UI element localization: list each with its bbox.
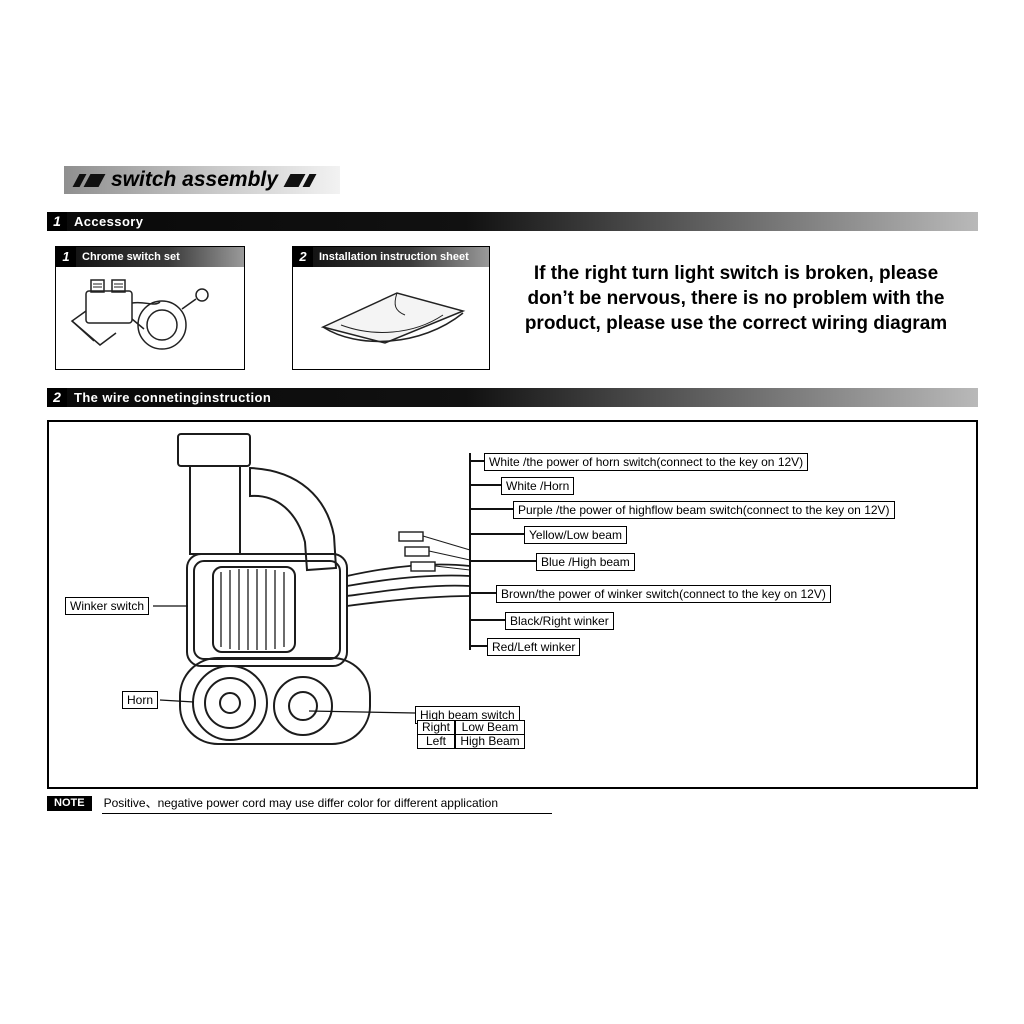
wire-label-yellow-lowbeam: Yellow/Low beam xyxy=(524,526,627,544)
winker-switch-label: Winker switch xyxy=(65,597,150,615)
wire-label-red-left-winker: Red/Left winker xyxy=(487,638,581,656)
switch-device-drawing xyxy=(177,433,371,745)
note-row: NOTE Positive、negative power cord may us… xyxy=(47,796,552,814)
accessory-box-header: 1 Chrome switch set xyxy=(56,247,244,267)
section-accessory-bar: 1 Accessory xyxy=(47,212,978,231)
header-deco-icon xyxy=(83,173,106,187)
wire-label-purple-highbeam-power: Purple /the power of highflow beam switc… xyxy=(513,501,895,519)
accessory-box-instruction-sheet: 2 Installation instruction sheet xyxy=(292,246,490,370)
beam-table-cell: Left xyxy=(417,734,455,749)
wire-trunk-and-stubs xyxy=(469,453,536,650)
wire-bundle xyxy=(346,563,471,607)
beam-table-cell: Right xyxy=(417,720,455,735)
page-title: switch assembly xyxy=(111,168,278,191)
section-title: Accessory xyxy=(74,214,144,229)
broken-switch-notice: If the right turn light switch is broken… xyxy=(498,261,974,336)
wire-label-white-horn: White /Horn xyxy=(501,477,575,495)
accessory-item-number: 1 xyxy=(56,247,76,267)
notice-line: don’t be nervous, there is no problem wi… xyxy=(527,288,945,309)
section-number: 1 xyxy=(47,212,67,231)
section-title: The wire connetinginstruction xyxy=(74,390,272,405)
accessory-item-label: Chrome switch set xyxy=(76,247,244,267)
wire-label-white-horn-power: White /the power of horn switch(connect … xyxy=(484,453,809,471)
notice-line: product, please use the correct wiring d… xyxy=(524,313,948,334)
wire-connectors xyxy=(398,531,471,572)
page-header: switch assembly xyxy=(64,166,340,194)
header-deco-icon xyxy=(283,173,306,187)
instruction-sheet-drawing xyxy=(320,292,466,344)
accessory-item-number: 2 xyxy=(293,247,313,267)
note-text: Positive、negative power cord may use dif… xyxy=(101,796,552,814)
pointer-lines xyxy=(153,605,416,714)
wiring-diagram-art xyxy=(153,433,536,745)
beam-table-cell: High Beam xyxy=(455,734,525,749)
wire-label-black-right-winker: Black/Right winker xyxy=(505,612,614,630)
accessory-item-label: Installation instruction sheet xyxy=(313,247,489,267)
beam-table-cell: Low Beam xyxy=(455,720,525,735)
note-badge: NOTE xyxy=(47,796,92,811)
section-wiring-bar: 2 The wire connetinginstruction xyxy=(47,388,978,407)
wire-label-brown-winker-power: Brown/the power of winker switch(connect… xyxy=(496,585,831,603)
accessory-box-header: 2 Installation instruction sheet xyxy=(293,247,489,267)
wire-label-blue-highbeam: Blue /High beam xyxy=(536,553,635,571)
chrome-switch-drawing xyxy=(70,279,209,350)
beam-position-table: Right Low Beam Left High Beam xyxy=(417,720,525,749)
notice-line: If the right turn light switch is broken… xyxy=(533,263,939,284)
section-number: 2 xyxy=(47,388,67,407)
accessory-box-chrome-switch: 1 Chrome switch set xyxy=(55,246,245,370)
horn-label: Horn xyxy=(122,691,159,709)
